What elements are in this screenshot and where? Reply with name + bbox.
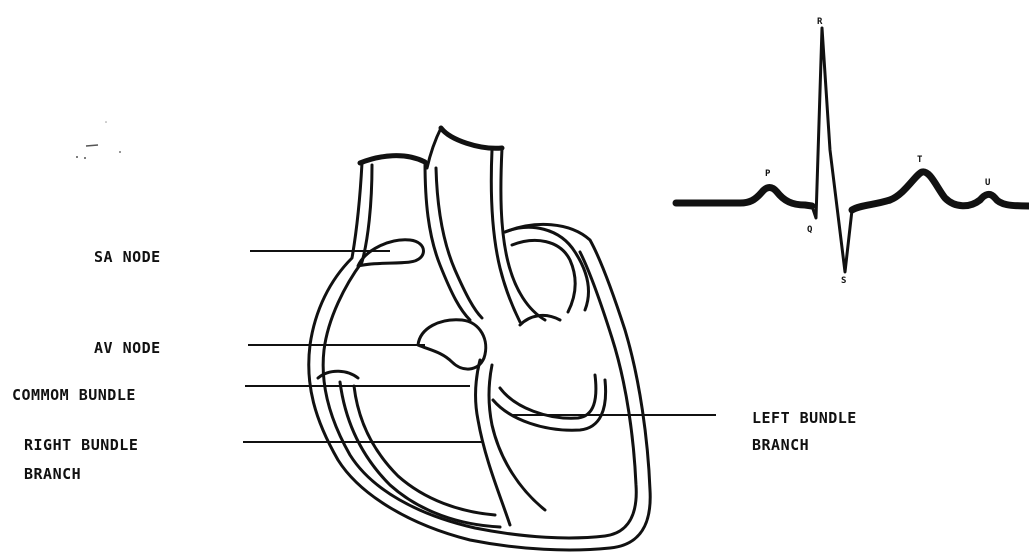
right-ventricle-inner <box>354 386 495 515</box>
label-right-bundle-line2: BRANCH <box>24 465 81 483</box>
vena-cava-top <box>360 156 425 163</box>
vena-cava-wall <box>425 162 470 320</box>
label-left-bundle-line1: LEFT BUNDLE <box>752 409 857 427</box>
vena-tab <box>520 315 560 325</box>
ecg-st-t-u <box>852 172 1029 210</box>
heart-inner-wall <box>323 165 636 538</box>
left-bundle-path <box>493 380 606 430</box>
aorta-inner-wall <box>491 150 520 322</box>
labels: SA NODE AV NODE COMMOM BUNDLE RIGHT BUND… <box>12 248 857 483</box>
aorta-rim <box>441 128 502 148</box>
ecg-label-r: R <box>817 17 823 27</box>
heart-outer-wall <box>309 163 650 550</box>
ecg-trace <box>676 188 812 207</box>
aorta-left-wall <box>427 128 441 168</box>
ecg-label-t: T <box>917 155 923 165</box>
pulmonary-inner <box>512 240 575 312</box>
heart-illustration <box>309 128 650 550</box>
label-sa-node: SA NODE <box>94 248 161 266</box>
ecg-qrs <box>812 28 852 272</box>
ecg-label-s: S <box>841 276 846 286</box>
sa-node-shape <box>358 240 424 266</box>
ecg-waveform: P Q R S T U <box>676 17 1029 286</box>
av-node-shape <box>418 320 486 369</box>
label-av-node: AV NODE <box>94 339 161 357</box>
ecg-label-u: U <box>985 178 990 188</box>
ecg-label-q: Q <box>807 225 813 235</box>
scan-specks <box>76 121 121 159</box>
label-left-bundle-line2: BRANCH <box>752 436 809 454</box>
ecg-label-p: P <box>765 169 771 179</box>
vena-cava-inner-wall <box>436 168 482 318</box>
leader-lines <box>243 251 716 442</box>
label-right-bundle-line1: RIGHT BUNDLE <box>24 436 138 454</box>
pulmonary-curve <box>505 227 588 310</box>
left-bundle-inner <box>500 375 596 418</box>
label-common-bundle: COMMOM BUNDLE <box>12 386 136 404</box>
